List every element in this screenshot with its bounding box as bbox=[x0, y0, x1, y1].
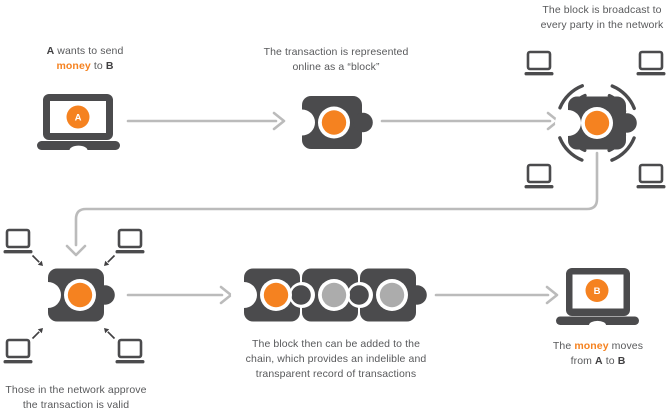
caption-line: from A to B bbox=[522, 354, 672, 369]
caption-receive: The money moves from A to B bbox=[522, 339, 672, 369]
chain-icon bbox=[231, 268, 427, 322]
arrow-block-to-broadcast bbox=[380, 111, 560, 131]
caption-text: to bbox=[90, 60, 106, 72]
caption-text: money bbox=[574, 340, 609, 352]
approve-block-icon bbox=[35, 268, 115, 322]
network-laptop-icon bbox=[114, 228, 146, 255]
arrow-send-to-block bbox=[126, 111, 286, 131]
broadcast-block-icon bbox=[555, 96, 637, 150]
caption-text: from bbox=[570, 355, 596, 367]
caption-broadcast: The block is broadcast to every party in… bbox=[527, 3, 672, 33]
network-laptop-icon bbox=[635, 163, 667, 190]
connector-broadcast-to-approve bbox=[65, 151, 599, 257]
arrow-approve-to-chain bbox=[126, 285, 233, 305]
caption-text: B bbox=[617, 355, 626, 367]
caption-text: A bbox=[46, 45, 55, 57]
caption-chain: The block then can be added to the chain… bbox=[221, 337, 451, 382]
caption-line: The block is broadcast to bbox=[542, 4, 662, 16]
broadcast-cluster bbox=[523, 50, 667, 190]
caption-line: transparent record of transactions bbox=[255, 368, 417, 380]
caption-text: B bbox=[105, 60, 114, 72]
laptop-a-icon: A bbox=[37, 94, 120, 155]
network-laptop-icon bbox=[114, 338, 146, 365]
approve-cluster bbox=[2, 228, 146, 365]
inward-arrow-icon bbox=[31, 327, 44, 340]
laptop-b-icon: B bbox=[556, 268, 639, 330]
block-icon bbox=[289, 96, 373, 149]
network-laptop-icon bbox=[523, 163, 555, 190]
caption-send: A wants to send money to B bbox=[25, 44, 145, 74]
inward-arrow-icon bbox=[103, 254, 116, 267]
network-laptop-icon bbox=[2, 228, 34, 255]
caption-line: A wants to send bbox=[25, 44, 145, 59]
laptop-a-screen-letter: A bbox=[75, 113, 82, 124]
caption-line: The money moves bbox=[522, 339, 672, 354]
inward-arrow-icon bbox=[103, 327, 116, 340]
arrow-chain-to-receive bbox=[434, 285, 559, 305]
caption-text: wants to send bbox=[54, 45, 124, 57]
caption-approve: Those in the network approve the transac… bbox=[0, 383, 152, 412]
caption-text: to bbox=[602, 355, 618, 367]
caption-line: online as a “block” bbox=[292, 61, 380, 73]
network-laptop-icon bbox=[635, 50, 667, 77]
caption-line: money to B bbox=[25, 59, 145, 74]
caption-line: The block then can be added to the bbox=[251, 338, 421, 350]
caption-text: The bbox=[552, 340, 575, 352]
caption-text: A bbox=[595, 355, 603, 367]
caption-line: every party in the network bbox=[540, 19, 664, 31]
inward-arrow-icon bbox=[31, 254, 44, 267]
network-laptop-icon bbox=[2, 338, 34, 365]
caption-line: chain, which provides an indelible and bbox=[245, 353, 427, 365]
caption-represent: The transaction is represented online as… bbox=[226, 45, 446, 75]
caption-line: The transaction is represented bbox=[263, 46, 409, 58]
caption-text: money bbox=[56, 60, 91, 72]
caption-line: the transaction is valid bbox=[22, 399, 130, 411]
network-laptop-icon bbox=[523, 50, 555, 77]
laptop-b-screen-letter: B bbox=[594, 286, 601, 297]
caption-line: Those in the network approve bbox=[5, 384, 147, 396]
caption-text: moves bbox=[608, 340, 644, 352]
